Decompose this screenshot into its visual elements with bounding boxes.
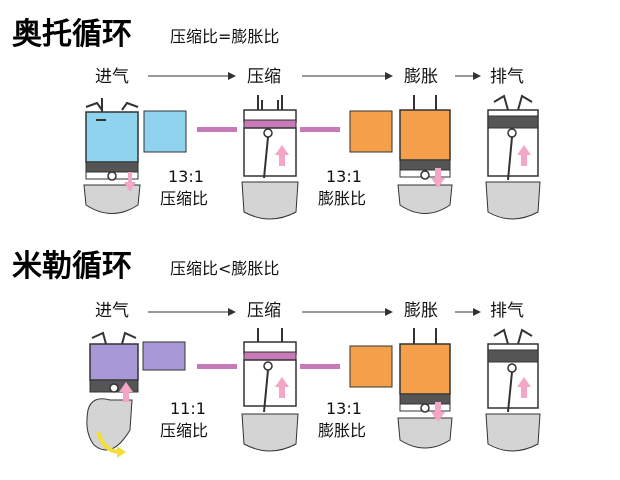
otto-stage-exhaust: 排气 — [490, 67, 524, 87]
otto-compression-bar — [197, 127, 237, 132]
otto-subtitle: 压缩比=膨胀比 — [170, 27, 279, 46]
otto-expansion-cylinder — [397, 95, 453, 214]
miller-expansion-ratio: 13:1 — [326, 399, 362, 418]
miller-compression-bar — [197, 364, 237, 369]
miller-compression-cylinder — [241, 328, 299, 452]
miller-exhaust-cylinder — [485, 328, 541, 452]
miller-expansion-bar — [300, 364, 340, 369]
otto-exhaust-cylinder — [485, 94, 541, 220]
otto-compression-ratio: 13:1 — [168, 167, 204, 186]
otto-title: 奥托循环 — [12, 17, 132, 52]
miller-expansion-label: 膨胀比 — [318, 421, 366, 440]
otto-expansion-ratio: 13:1 — [326, 167, 362, 186]
otto-intake-charge-block — [143, 110, 187, 153]
miller-stage-exhaust: 排气 — [490, 301, 524, 321]
miller-expansion-cylinder — [397, 328, 453, 449]
otto-intake-cylinder — [83, 98, 141, 214]
miller-cycle-section: 米勒循环 压缩比<膨胀比 进气 压缩 膨胀 排气 — [12, 249, 541, 458]
miller-combustion-block — [349, 345, 393, 388]
miller-stage-intake: 进气 — [95, 301, 129, 321]
otto-stage-intake: 进气 — [95, 67, 129, 87]
miller-subtitle: 压缩比<膨胀比 — [170, 259, 279, 278]
miller-intake-charge-block — [142, 341, 186, 371]
otto-compression-cylinder — [241, 95, 299, 220]
otto-compression-label: 压缩比 — [160, 189, 208, 208]
otto-stage-expansion: 膨胀 — [404, 67, 438, 87]
otto-combustion-block — [349, 110, 393, 153]
miller-stage-expansion: 膨胀 — [404, 301, 438, 321]
otto-stage-compression: 压缩 — [247, 67, 281, 87]
miller-title: 米勒循环 — [12, 249, 132, 284]
otto-cycle-section: 奥托循环 压缩比=膨胀比 进气 压缩 膨胀 排气 — [12, 17, 541, 220]
miller-compression-ratio: 11:1 — [170, 399, 206, 418]
miller-compression-label: 压缩比 — [160, 421, 208, 440]
otto-expansion-bar — [300, 127, 340, 132]
miller-stage-compression: 压缩 — [247, 301, 281, 321]
miller-intake-cylinder — [86, 331, 139, 458]
otto-expansion-label: 膨胀比 — [318, 189, 366, 208]
